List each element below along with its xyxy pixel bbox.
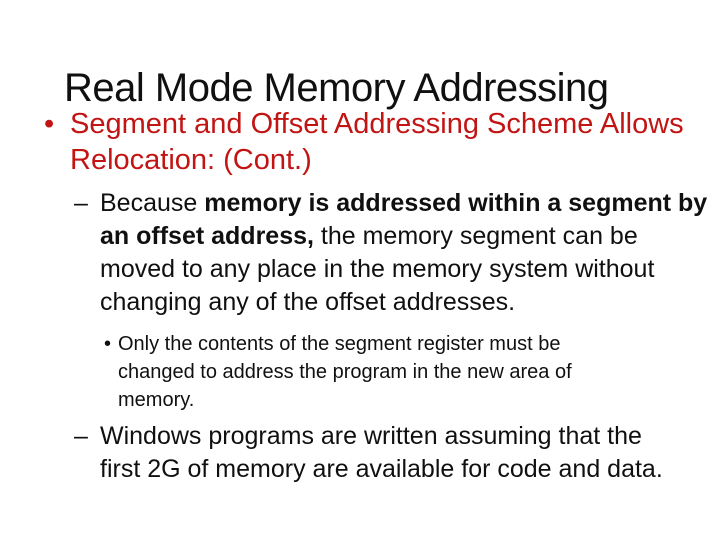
dash-item-windows: – Windows programs are written assuming … [0,420,720,486]
dash-item-text: Windows programs are written assuming th… [100,420,663,486]
text-line: Only the contents of the segment registe… [118,333,561,355]
text-segment: Because [100,189,205,217]
text-line: Because memory is addressed within a seg… [100,187,707,220]
dash-icon: – [74,189,88,217]
bullet-line: Segment and Offset Addressing Scheme All… [70,108,684,140]
sub-bullet-item-only: • Only the contents of the segment regis… [0,330,720,414]
text-line: moved to any place in the memory system … [100,255,655,283]
text-line: changed to address the program in the ne… [118,361,572,383]
text-line: changing any of the offset addresses. [100,288,516,316]
bullet-line: Relocation: (Cont.) [70,144,312,176]
text-line: memory. [118,389,195,411]
text-line: an offset address, the memory segment ca… [100,220,707,253]
dash-item-text: Because memory is addressed within a seg… [100,187,707,319]
bullet-dot-icon: • [44,108,55,140]
bullet-item-relocation: • Segment and Offset Addressing Scheme A… [0,106,720,178]
text-segment-bold: an offset address, [100,222,314,250]
sub-bullet-item-text: Only the contents of the segment registe… [118,330,572,414]
text-segment-bold: memory is addressed within a segment by [204,189,708,217]
slide-title: Real Mode Memory Addressing [64,65,609,110]
text-line: first 2G of memory are available for cod… [100,455,663,483]
text-segment: the memory segment can be [313,222,638,250]
dash-item-because: – Because memory is addressed within a s… [0,187,720,319]
sub-bullet-dot-icon: • [104,333,112,355]
dash-icon: – [74,422,88,450]
text-line: Windows programs are written assuming th… [100,422,642,450]
bullet-item-text: Segment and Offset Addressing Scheme All… [70,106,684,178]
